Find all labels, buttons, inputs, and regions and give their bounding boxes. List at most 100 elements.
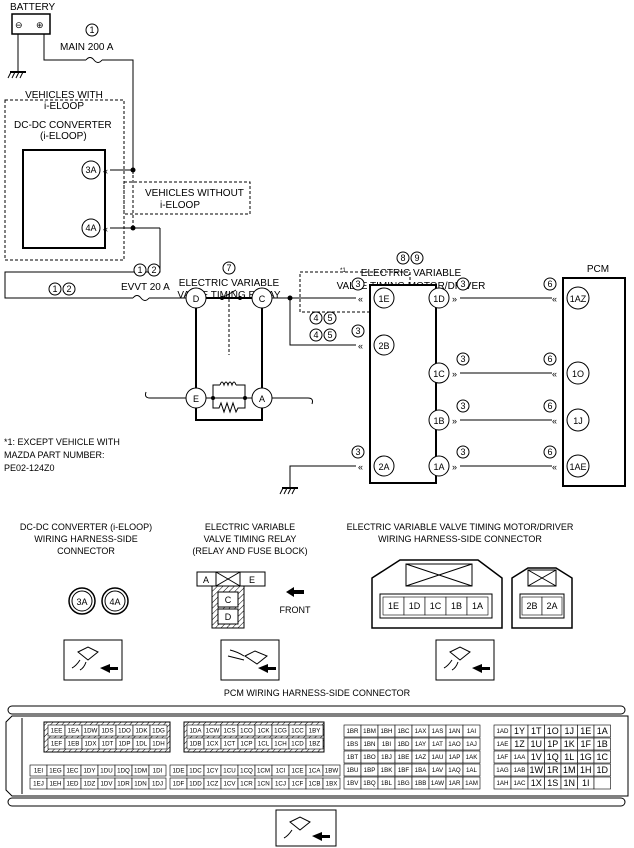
svg-text:1A: 1A bbox=[433, 462, 444, 472]
pcm-pin-label: 1EA bbox=[68, 728, 81, 735]
pcm-pin-label: 1AO bbox=[448, 741, 461, 748]
pcm-pin-label: 1BL bbox=[381, 780, 393, 787]
motor-pin-2b: « 2B bbox=[358, 334, 395, 356]
pcm-pin-label: 1BI bbox=[382, 741, 392, 748]
svg-text:3: 3 bbox=[355, 447, 360, 457]
pcm-pin-label: 1CZ bbox=[207, 781, 219, 788]
pcm-pin-label: 1DI bbox=[153, 768, 163, 775]
svg-text:»: » bbox=[452, 416, 457, 426]
svg-text:«: « bbox=[358, 294, 363, 304]
pcm-pin-label: 1DB bbox=[189, 741, 201, 748]
pcm-pin-1az: « 1AZ bbox=[552, 286, 590, 310]
pcm-pin-label: 1CP bbox=[240, 741, 252, 748]
pcm-pin-cell bbox=[593, 763, 611, 777]
relay-coil-icon bbox=[206, 381, 252, 414]
pcm-pin-label: 1BM bbox=[363, 728, 376, 735]
pcm-pin-label: 1AN bbox=[448, 728, 460, 735]
pcm-pin-label: 1DL bbox=[136, 741, 148, 748]
pcm-pin-label: 1AW bbox=[431, 780, 444, 787]
svg-text:D: D bbox=[193, 294, 200, 304]
pcm-pin-cell bbox=[593, 737, 611, 751]
pcm-pin-label: 1AK bbox=[466, 754, 479, 761]
pcm-pin-label: 1DQ bbox=[117, 768, 130, 775]
battery-positive-wire bbox=[43, 34, 86, 61]
pcm-pin-label: 1AI bbox=[467, 728, 477, 735]
svg-text:WIRING HARNESS-SIDE CONNECTOR: WIRING HARNESS-SIDE CONNECTOR bbox=[378, 534, 542, 544]
pcm-pin-label: 1DD bbox=[189, 781, 202, 788]
svg-text:*1: *1 bbox=[340, 267, 346, 274]
svg-text:C: C bbox=[259, 294, 266, 304]
svg-text:4: 4 bbox=[313, 330, 318, 340]
pcm-pin-label: 1AU bbox=[431, 754, 443, 761]
pcm-pin-label: 1CM bbox=[257, 768, 270, 775]
pcm-pin-label: 1BQ bbox=[363, 780, 376, 787]
pcm-pin-cell bbox=[462, 750, 481, 764]
pcm-pin-cell bbox=[322, 777, 341, 790]
pcm-pin-cell bbox=[149, 724, 168, 737]
pcm-pin-label: 1DH bbox=[152, 741, 164, 748]
pcm-pin-label: 1AE bbox=[497, 741, 509, 748]
pcm-pin-cell bbox=[593, 750, 611, 764]
dcdc-conn-4a bbox=[101, 587, 129, 615]
pcm-pin-label: 1CY bbox=[206, 768, 218, 775]
motor-pin-2a: « 2A bbox=[358, 455, 395, 477]
svg-text:«: « bbox=[552, 416, 557, 426]
pcm-pin-label: 1CW bbox=[206, 728, 220, 735]
fuse-icon-main bbox=[85, 57, 103, 63]
pcm-pin-label: 1L bbox=[564, 752, 574, 762]
fuse-icon-evvt bbox=[132, 295, 150, 301]
pcm-pin-label: 1AS bbox=[432, 728, 444, 735]
pcm-pin-label: 1M bbox=[563, 765, 576, 775]
pcm-pin-label: 1CA bbox=[308, 768, 321, 775]
pcm-pin-label: 1I bbox=[582, 778, 590, 788]
pcm-pin-label: 1O bbox=[547, 726, 559, 736]
svg-text:«: « bbox=[358, 341, 363, 351]
pcm-pin-label: 1DG bbox=[152, 728, 165, 735]
pcm-pin-label: 1DN bbox=[134, 781, 146, 788]
pcm-pin-label: 1EE bbox=[51, 728, 63, 735]
pcm-pin-label: 1EC bbox=[66, 768, 79, 775]
evvt-fuse-label: EVVT 20 A bbox=[121, 282, 170, 293]
svg-text:1J: 1J bbox=[573, 416, 583, 426]
pcm-pin-label: 1AD bbox=[496, 728, 509, 735]
pcm-pin-label: 1CD bbox=[291, 741, 304, 748]
pcm-pin-label: 1D bbox=[409, 601, 421, 611]
pcm-pin-label: 1BO bbox=[363, 754, 376, 761]
svg-text:VEHICLES WITHOUT: VEHICLES WITHOUT bbox=[145, 188, 244, 199]
pcm-pin-label: 1DR bbox=[117, 781, 130, 788]
svg-text:1B: 1B bbox=[433, 416, 444, 426]
connector-plug-icon bbox=[275, 809, 337, 847]
svg-text:2: 2 bbox=[66, 284, 71, 294]
svg-text:«: « bbox=[552, 294, 557, 304]
pcm-pin-label: 1R bbox=[547, 765, 559, 775]
pcm-pin-label: 1AB bbox=[514, 767, 526, 774]
vehicles-without-ieloop-box bbox=[123, 181, 251, 215]
pcm-pin-label: 1X bbox=[531, 778, 542, 788]
pcm-pin-label: 1DJ bbox=[152, 781, 163, 788]
pcm-pin-label: 1CN bbox=[257, 781, 269, 788]
pcm-pin-label: 1CO bbox=[240, 728, 253, 735]
pcm-pin-label: 1BD bbox=[397, 741, 410, 748]
svg-text:7: 7 bbox=[226, 263, 231, 273]
dc-dc-converter-label: DC-DC CONVERTER bbox=[14, 120, 112, 131]
pcm-pin-label: 1BF bbox=[398, 767, 410, 774]
svg-text:3: 3 bbox=[460, 447, 465, 457]
pcm-pin-label: 1P bbox=[547, 739, 558, 749]
svg-text:VEHICLES WITH: VEHICLES WITH bbox=[25, 90, 103, 101]
pcm-pin-label: 1CJ bbox=[275, 781, 286, 788]
battery-minus-icon: ⊖ bbox=[15, 20, 23, 30]
pcm-pin-label: 1AC bbox=[513, 780, 526, 787]
svg-text:»: » bbox=[452, 369, 457, 379]
ev-valve-timing-motor-driver bbox=[369, 284, 437, 484]
svg-text:CONNECTOR: CONNECTOR bbox=[57, 546, 115, 556]
pcm-pin-label: 1AH bbox=[496, 780, 508, 787]
pcm-pin-label: 2A bbox=[546, 601, 557, 611]
pcm-pin-label: 1BR bbox=[346, 728, 359, 735]
pcm-pin-label: 1DU bbox=[100, 768, 112, 775]
svg-text:«: « bbox=[552, 369, 557, 379]
pcm-pin-label: 1EB bbox=[68, 741, 80, 748]
pcm-pin-label: 1J bbox=[564, 726, 574, 736]
motor-title: ELECTRIC VARIABLE bbox=[361, 268, 462, 279]
dcdc-conn-3a bbox=[68, 587, 96, 615]
